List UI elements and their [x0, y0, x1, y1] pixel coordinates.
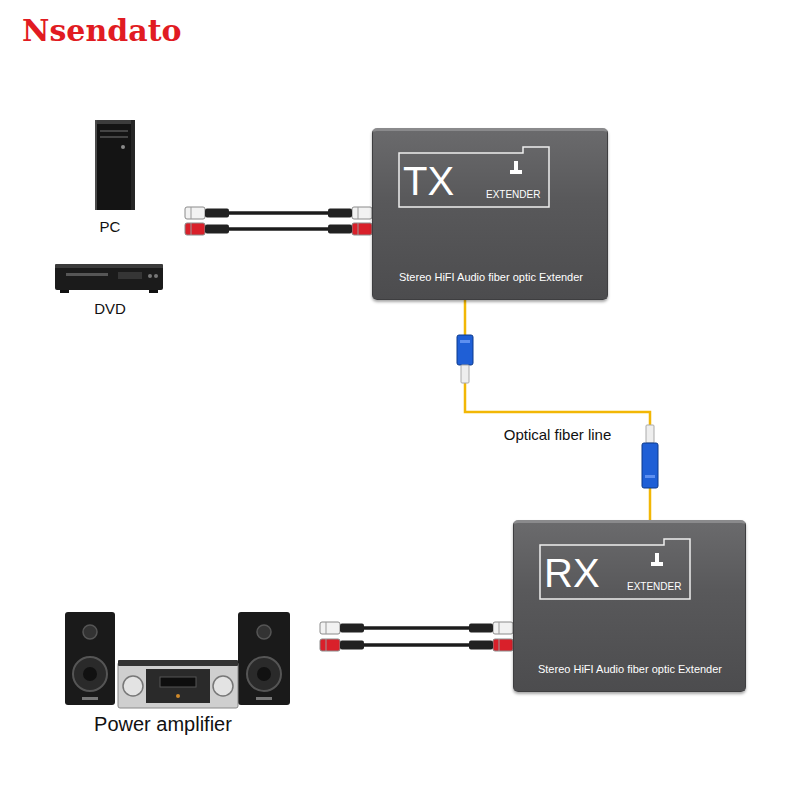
rca-wire — [225, 227, 332, 231]
extender-icon — [510, 170, 522, 174]
rca-wire — [225, 211, 332, 215]
optical-fiber-cable — [457, 300, 658, 520]
drive-bay — [100, 130, 128, 132]
amp-display — [160, 677, 196, 687]
source-device: PC — [40, 118, 185, 240]
woofer-cap — [257, 667, 271, 681]
dvd-body — [55, 266, 163, 290]
rca-plug-cap — [185, 207, 205, 219]
unit-subtitle: EXTENDER — [486, 189, 540, 200]
woofer — [73, 657, 107, 691]
rca-plug-ring — [326, 622, 327, 634]
woofer — [247, 657, 281, 691]
rca-plug-ring — [191, 223, 192, 235]
dvd-display — [118, 272, 142, 279]
dvd-foot — [149, 290, 158, 293]
label-frame — [540, 539, 690, 599]
amp-knob — [213, 676, 233, 696]
dvd-top — [55, 264, 163, 268]
tower-body — [95, 120, 135, 210]
rca-plug-sleeve — [328, 225, 352, 234]
rca-wire — [360, 626, 473, 630]
rca-plug-ring — [358, 207, 359, 219]
dvd-button — [148, 274, 152, 278]
speaker-badge — [82, 697, 98, 700]
rca-wire — [360, 643, 473, 647]
woofer-cap — [83, 667, 97, 681]
tweeter — [83, 625, 97, 639]
receiver-box: RX EXTENDER Stereo HiFI Audio fiber optic … — [513, 520, 746, 692]
speaker-cabinet — [238, 612, 290, 705]
dvd-button — [154, 274, 158, 278]
drive-bay — [100, 136, 128, 138]
speaker-left-icon — [65, 612, 115, 705]
device-label: Power amplifier — [94, 713, 232, 736]
speaker-right-icon — [238, 612, 290, 705]
amp-face — [146, 669, 210, 703]
tweeter — [257, 625, 271, 639]
speaker-badge — [256, 697, 272, 700]
unit-code: TX — [403, 161, 454, 201]
product-name: Stereo HiFI Audio fiber optic Extender — [538, 663, 722, 676]
fiber-line — [465, 300, 650, 520]
rca-plug-ring — [358, 223, 359, 235]
rca-plug-sleeve — [469, 624, 493, 633]
lc-connector — [457, 335, 473, 365]
rca-plug-sleeve — [469, 641, 493, 650]
dvd-player-icon — [55, 264, 163, 293]
product-name: Stereo HiFI Audio fiber optic Extender — [399, 271, 583, 284]
unit-subtitle: EXTENDER — [627, 581, 681, 592]
rca-plug-cap — [493, 639, 513, 651]
lc-connector-latch — [460, 340, 470, 343]
dvd-foot — [60, 290, 69, 293]
source-device: DVD — [40, 258, 185, 322]
amp-knob — [123, 676, 143, 696]
amp-body — [118, 662, 238, 708]
disc-tray — [66, 273, 108, 276]
lc-boot — [646, 425, 654, 443]
unit-code: RX — [544, 553, 600, 593]
rca-plug-cap — [493, 622, 513, 634]
amp-led — [176, 694, 180, 698]
rca-plug-cap — [320, 639, 340, 651]
lc-boot — [461, 365, 469, 383]
rca-plug-sleeve — [340, 641, 364, 650]
rca-plug-ring — [499, 639, 500, 651]
tower-top — [95, 120, 135, 124]
rca-plug-cap — [320, 622, 340, 634]
rca-plug-sleeve — [205, 209, 229, 218]
pc-tower-icon — [95, 120, 135, 210]
rca-plug-ring — [326, 639, 327, 651]
rca-plug-cap — [185, 223, 205, 235]
brand-logo: Nsendato — [22, 14, 182, 49]
rca-plug-sleeve — [340, 624, 364, 633]
rca-plug-sleeve — [205, 225, 229, 234]
lc-connector — [642, 443, 658, 488]
rca-plug-ring — [499, 622, 500, 634]
tower-side — [131, 120, 135, 210]
audio-cable — [320, 622, 513, 651]
rca-plug-cap — [352, 223, 372, 235]
power-button — [121, 145, 125, 149]
edge-label: Optical fiber line — [502, 426, 614, 443]
tower-edge — [95, 120, 97, 210]
audio-cable — [185, 207, 372, 235]
output-device: Power amplifier — [55, 605, 320, 745]
transmitter-box: TX EXTENDER Stereo HiFI Audio fiber optic … — [372, 128, 608, 300]
rca-plug-ring — [191, 207, 192, 219]
extender-icon — [651, 562, 663, 566]
speaker-cabinet — [65, 612, 115, 705]
amp-top — [118, 660, 238, 666]
device-label: DVD — [94, 300, 126, 317]
amplifier-icon — [118, 660, 238, 708]
device-label: PC — [100, 218, 121, 235]
rca-plug-sleeve — [328, 209, 352, 218]
rca-plug-cap — [352, 207, 372, 219]
label-frame — [399, 147, 549, 207]
lc-connector-latch — [645, 475, 655, 478]
